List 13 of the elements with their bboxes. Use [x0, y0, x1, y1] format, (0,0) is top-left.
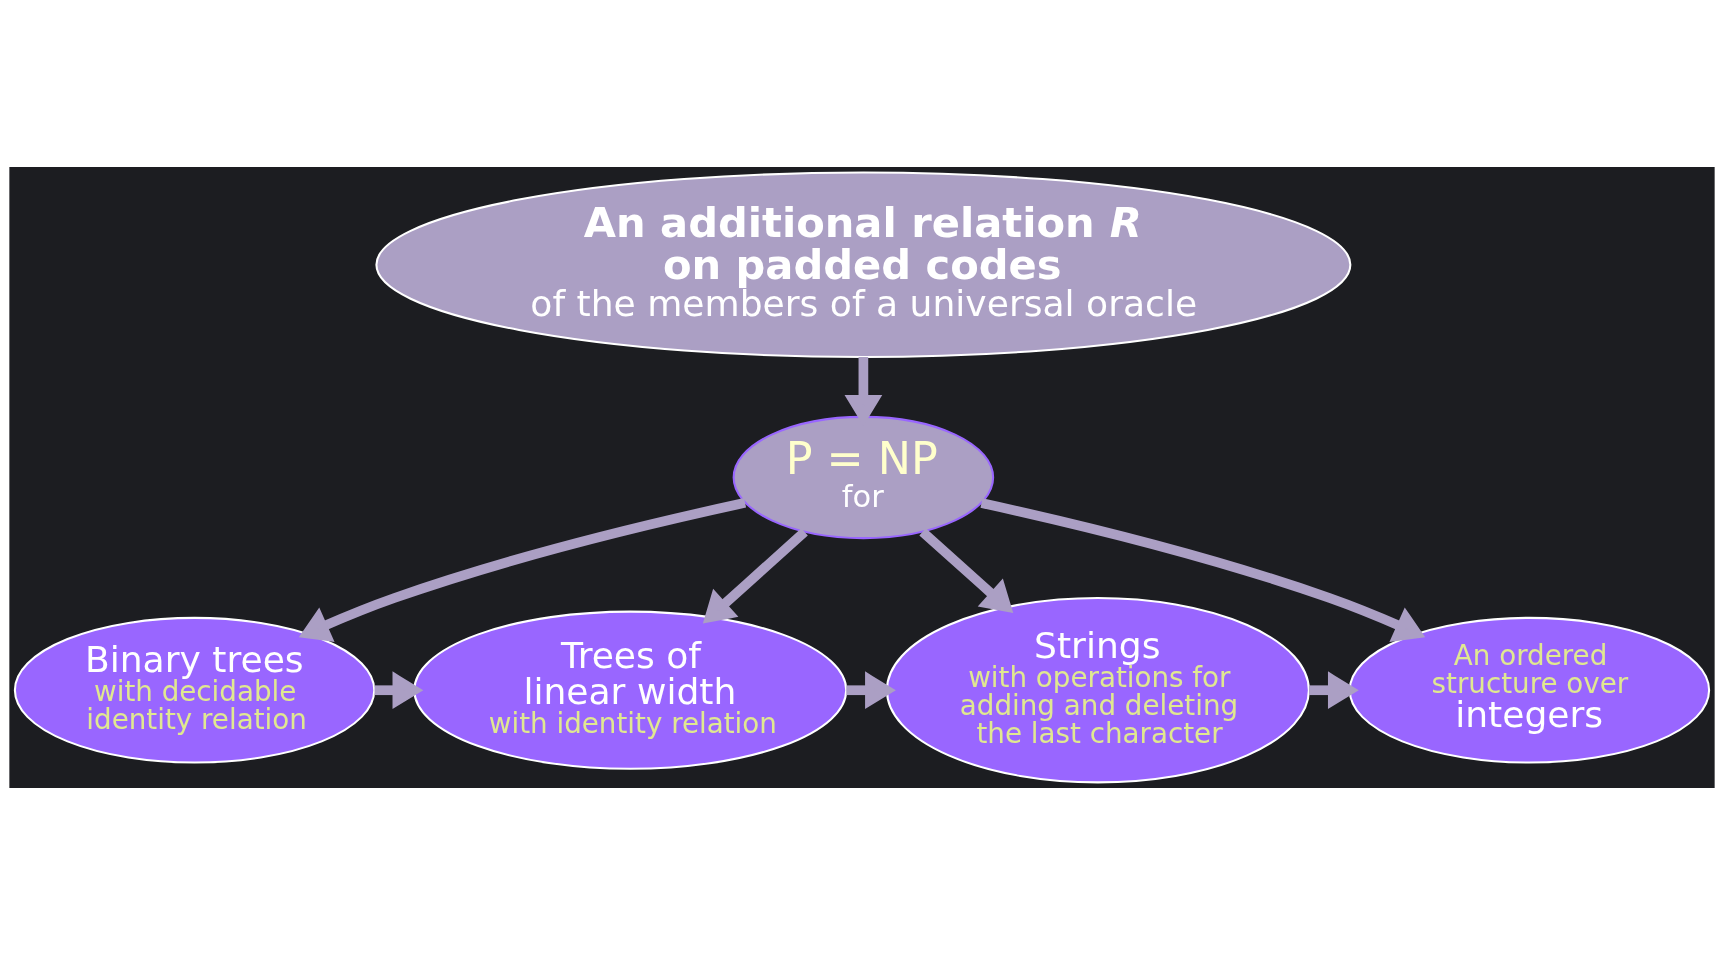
node-ellipse: Strings with operations for adding and deleting the last character — [885, 596, 1310, 783]
arrow — [702, 527, 808, 623]
arrow — [298, 497, 746, 642]
node-ellipse: An ordered structure over integers — [1348, 616, 1710, 764]
arrow — [845, 670, 896, 709]
arrow — [918, 527, 1013, 613]
arrow — [979, 497, 1425, 642]
node-ellipse: Trees of linear width with identity relation — [412, 610, 847, 770]
node-ellipse: P = NP for — [732, 415, 994, 539]
node-ellipse: An additional relation R on padded codes of the members of a universal oracle — [374, 171, 1351, 358]
node-ellipse: Binary trees with decidable identity relation — [13, 616, 375, 764]
arrow — [374, 670, 423, 709]
arrow — [1308, 670, 1359, 709]
